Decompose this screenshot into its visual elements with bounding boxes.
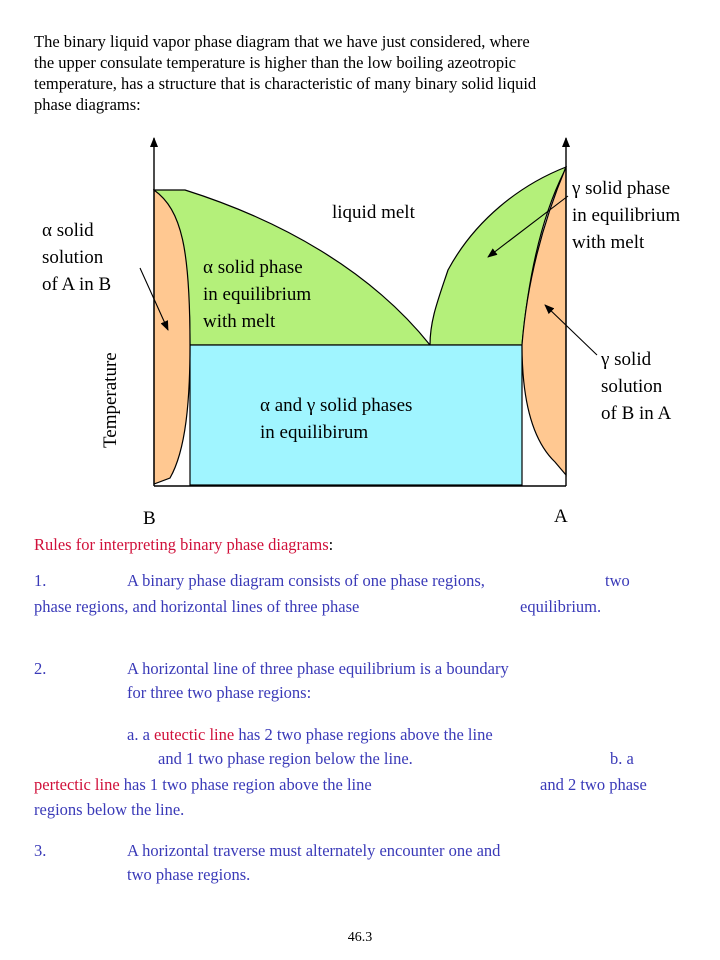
rules-heading: Rules for interpreting binary phase diag… [34,535,334,554]
gamma-solution-label: γ solid solution of B in A [600,349,671,424]
alpha-solution-arrow [139,267,169,331]
alpha-equilibrium-label: α solid phase in equilibrium with melt [203,257,316,332]
rule-2b-text: and 2 two phase [540,775,647,794]
rule-2b-text: regions below the line. [34,800,185,819]
alpha-solution-label: α solid solution of A in B [42,220,111,295]
rule-2b-text: pertectic line has 1 two phase region ab… [34,775,372,794]
y-axis-label: Temperature [100,352,121,448]
two-solid-region [189,344,523,486]
intro-line: temperature, has a structure that is cha… [34,74,537,93]
liquid-region-right [429,165,568,346]
composition-b-label: B [143,508,156,528]
alpha-solid-solution-region [153,188,191,485]
intro-line: phase diagrams: [34,95,141,114]
rule-3-text: A horizontal traverse must alternately e… [127,841,501,860]
rule-2-number: 2. [34,659,47,678]
rule-1-text: two [605,571,630,590]
rule-3-text: two phase regions. [127,865,251,884]
gamma-solid-solution-region [521,166,567,477]
rule-3-number: 3. [34,841,47,860]
rule-1-text: equilibrium. [520,597,602,616]
rule-2b-prefix: b. a [610,749,634,768]
intro-paragraph: The binary liquid vapor phase diagram th… [34,31,694,115]
rule-2-text: A horizontal line of three phase equilib… [127,659,509,678]
gamma-equilibrium-label: γ solid phase in equilibrium with melt [571,178,685,253]
liquid-melt-label: liquid melt [332,202,416,223]
gamma-solution-arrow [544,304,598,356]
page-number: 46.3 [347,930,373,945]
rule-2a-text: a. a eutectic line has 2 two phase regio… [127,725,493,744]
rule-1-text: phase regions, and horizontal lines of t… [34,597,360,616]
intro-line: the upper consulate temperature is highe… [34,53,517,72]
rule-1-number: 1. [34,571,47,590]
two-solid-label: α and γ solid phases in equilibirum [260,395,417,443]
rule-2-text: for three two phase regions: [127,683,312,702]
phase-diagram: liquid melt α solid solution of A in B α… [42,137,685,528]
rule-1-text: A binary phase diagram consists of one p… [127,571,485,590]
gamma-eq-arrow [487,195,569,258]
composition-a-label: A [554,506,568,527]
rule-2a-text: and 1 two phase region below the line. [158,749,413,768]
intro-line: The binary liquid vapor phase diagram th… [34,32,530,51]
